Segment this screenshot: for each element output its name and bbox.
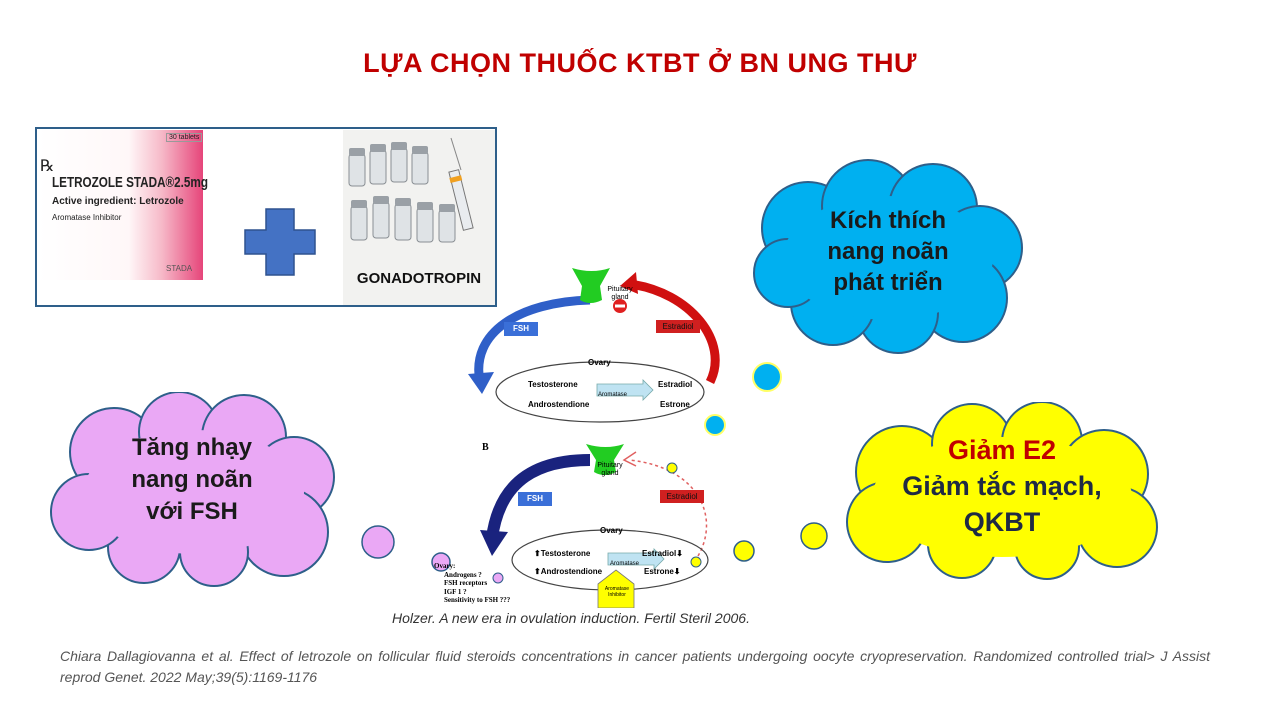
androstendione-label-b: ⬆Androstendione [534, 567, 603, 576]
cloud-yellow-text: Giảm E2 Giảm tắc mạch, QKBT [872, 432, 1132, 540]
up-arrow-icon: ⬆ [534, 549, 541, 558]
estrone-label-b: Estrone⬇ [644, 567, 681, 576]
cloud-blue-line3: phát triển [833, 269, 943, 296]
estradiol-out-label-b: Estradiol⬇ [642, 549, 683, 558]
ovary-label-a: Ovary [588, 358, 611, 367]
tablet-count: 30 tablets [166, 133, 203, 142]
yellow-thought-bubbles [733, 522, 828, 562]
rx-symbol: ℞ [40, 158, 55, 175]
diagram-b-shapes [480, 444, 709, 608]
androstendione-label-a: Androstendione [528, 400, 590, 409]
blue-thought-bubbles [704, 362, 782, 436]
ovary-label-b: Ovary [600, 526, 623, 535]
testosterone-label-b: ⬆Testosterone [534, 549, 591, 558]
fsh-label-a: FSH [513, 324, 529, 333]
cloud-pink-line1: Tăng nhạy [131, 434, 252, 461]
estradiol-label-b: Estradiol [666, 492, 698, 501]
cloud-reduce-e2 [846, 402, 1158, 580]
inhibitor-label-b: Aromatase Inhibitor [604, 586, 630, 598]
drug-class: Aromatase Inhibitor [52, 213, 122, 222]
plus-icon [244, 208, 316, 276]
cloud-blue-line1: Kích thích [829, 207, 946, 234]
diagram-b: B Pituitary gland FSH Estradiol Ovary ⬆T… [430, 438, 730, 608]
active-ingredient: Active ingredient: Letrozole [52, 196, 184, 207]
letrozole-package: ℞ 30 tablets LETROZOLE STADA®2.5mg Activ… [38, 130, 208, 280]
aromatase-label-b: Aromatase [610, 561, 640, 567]
pituitary-label-a: Pituitary gland [607, 286, 633, 301]
pink-thought-bubbles [361, 525, 504, 584]
fsh-label-b: FSH [527, 494, 543, 503]
cloud-increase-sensitivity [50, 392, 335, 587]
up-arrow-icon: ⬆ [534, 567, 541, 576]
cloud-pink-line3: với FSH [146, 498, 238, 525]
letrozole-name: LETROZOLE STADA®2.5mg [52, 174, 208, 191]
cloud-blue-text: Kích thích nang noãn phát triển [778, 205, 998, 298]
citation-holzer: Holzer. A new era in ovulation induction… [392, 610, 750, 626]
citation-chiara: Chiara Dallagiovanna et al. Effect of le… [60, 648, 1210, 685]
cloud-stimulate-follicles [753, 159, 1023, 354]
stada-brand: STADA [166, 264, 193, 273]
cloud-yellow-line2: Giảm tắc mạch, [902, 471, 1102, 501]
pituitary-label-b: Pituitary gland [597, 462, 623, 477]
cloud-yellow-line3: QKBT [963, 507, 1041, 537]
panel-label-b: B [482, 442, 489, 453]
gonadotropin-label: GONADOTROPIN [356, 270, 482, 287]
down-arrow-icon: ⬇ [676, 549, 683, 558]
estrone-label-a: Estrone [660, 400, 690, 409]
slide-title: LỰA CHỌN THUỐC KTBT Ở BN UNG THƯ [363, 48, 917, 78]
estradiol-out-label-a: Estradiol [658, 380, 693, 389]
diagram-b-notes: Ovary: Androgens ? FSH receptors IGF 1 ?… [434, 562, 511, 605]
gonadotropin-vials-image [343, 130, 495, 305]
cloud-pink-line2: nang noãn [131, 466, 253, 493]
diagram-a: Pituitary gland FSH Estradiol Ovary Test… [460, 262, 750, 442]
down-arrow-icon: ⬇ [673, 567, 681, 576]
estradiol-label-a: Estradiol [662, 322, 694, 331]
aromatase-label-a: Aromatase [598, 392, 628, 398]
cloud-blue-line2: nang noãn [827, 238, 949, 265]
cloud-pink-text: Tăng nhạy nang noãn với FSH [72, 432, 312, 528]
cloud-yellow-line1: Giảm E2 [947, 435, 1057, 465]
diagram-a-shapes [468, 268, 720, 423]
testosterone-label-a: Testosterone [528, 380, 578, 389]
